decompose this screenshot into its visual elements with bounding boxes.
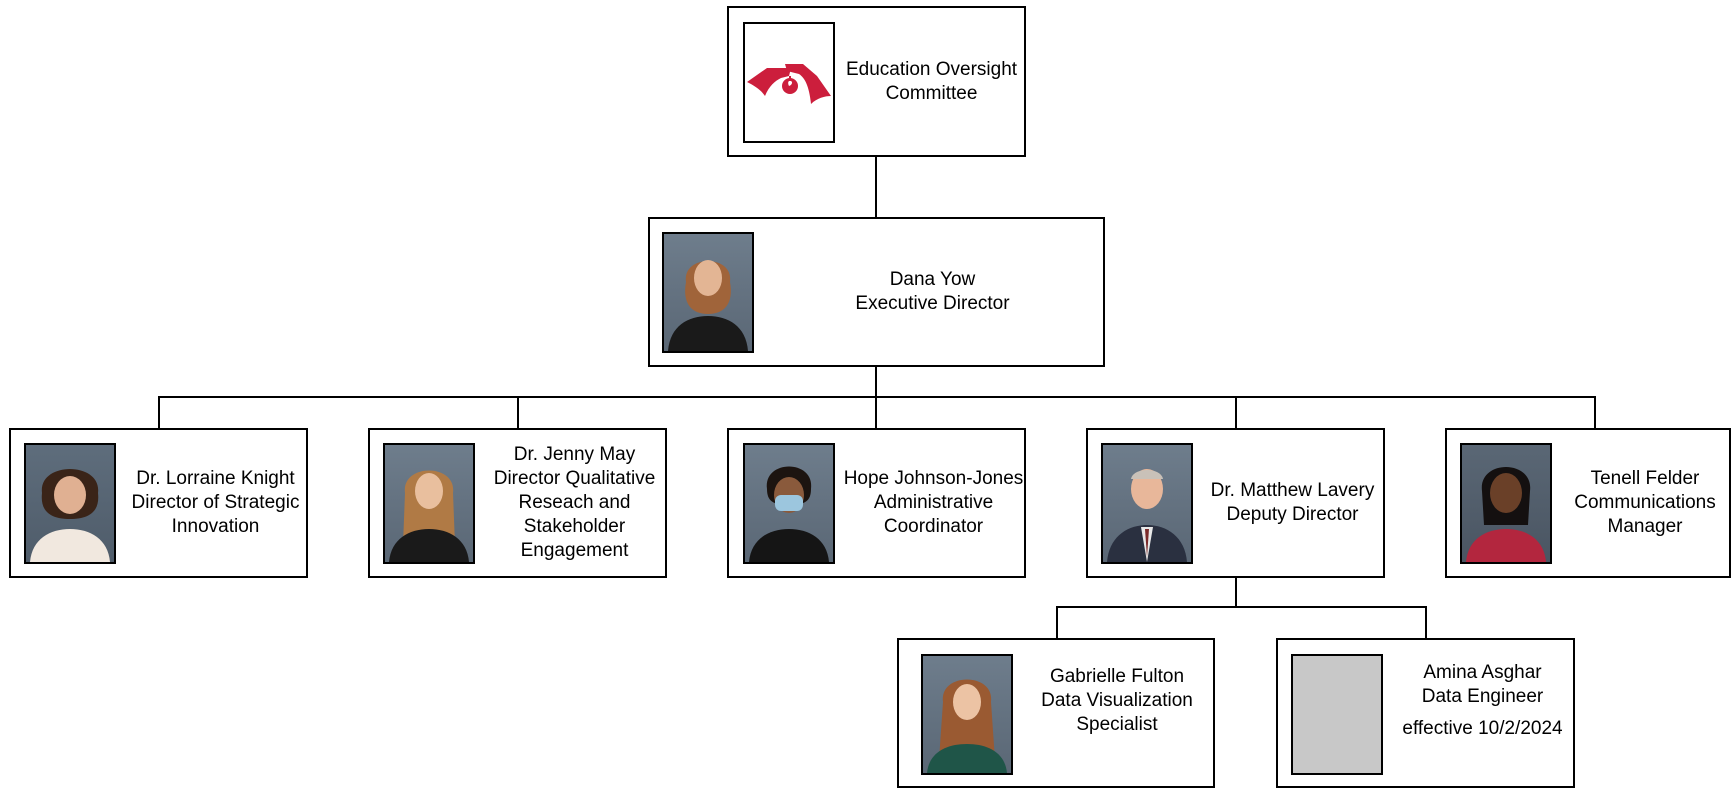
staff-title-line: Reseach and <box>518 492 631 513</box>
staff-title-line: Innovation <box>171 516 260 537</box>
report-label: Amina Asghar Data Engineer effective 10/… <box>1390 640 1575 762</box>
staff-photo <box>743 443 835 564</box>
report-card: Gabrielle Fulton Data Visualization Spec… <box>897 638 1215 788</box>
staff-card: Tenell Felder Communications Manager <box>1445 428 1731 578</box>
staff-title-line: Manager <box>1607 516 1683 537</box>
report-photo <box>921 654 1013 775</box>
staff-name: Hope Johnson-Jones <box>843 468 1024 489</box>
staff-title-line: Director of Strategic <box>131 492 300 513</box>
staff-label: Hope Johnson-Jones Administrative Coordi… <box>841 430 1026 576</box>
director-title: Executive Director <box>855 293 1010 314</box>
person-portrait-icon <box>1107 469 1187 562</box>
report-title-line: Data Visualization <box>1041 690 1193 711</box>
staff-card: Dr. Matthew Lavery Deputy Director <box>1086 428 1385 578</box>
report-note: effective 10/2/2024 <box>1402 718 1563 739</box>
director-name: Dana Yow <box>889 269 976 290</box>
staff-name: Tenell Felder <box>1590 468 1700 489</box>
person-portrait-icon <box>749 466 829 562</box>
director-label: Dana Yow Executive Director <box>760 219 1105 365</box>
staff-label: Dr. Lorraine Knight Director of Strategi… <box>123 430 308 576</box>
report-card: Amina Asghar Data Engineer effective 10/… <box>1276 638 1575 788</box>
person-portrait-icon <box>668 260 748 351</box>
staff-card: Dr. Jenny May Director Qualitative Resea… <box>368 428 667 578</box>
staff-photo <box>383 443 475 564</box>
connector-director-down <box>875 366 877 398</box>
connector-staff-5 <box>1594 396 1596 428</box>
person-portrait-icon <box>1466 467 1546 562</box>
connector-report-2 <box>1425 606 1427 638</box>
staff-title-line: Administrative <box>873 492 994 513</box>
connector-committee-director <box>875 156 877 218</box>
committee-line1: Education Oversight <box>845 58 1018 80</box>
staff-title-line: Director Qualitative <box>493 468 656 489</box>
connector-staff-bus <box>158 396 1596 398</box>
report-title-line: Data Engineer <box>1421 686 1544 707</box>
staff-photo <box>1101 443 1193 564</box>
report-photo-placeholder <box>1291 654 1383 775</box>
committee-logo <box>743 22 835 143</box>
staff-name: Dr. Lorraine Knight <box>136 468 295 489</box>
staff-title-line: Communications <box>1574 492 1716 513</box>
director-box: Dana Yow Executive Director <box>648 217 1105 367</box>
report-title-line: Specialist <box>1076 714 1158 735</box>
connector-staff-2 <box>517 396 519 428</box>
connector-staff-3 <box>875 396 877 428</box>
staff-photo <box>24 443 116 564</box>
connector-report-1 <box>1056 606 1058 638</box>
report-name: Amina Asghar <box>1423 662 1542 683</box>
staff-title-line: Deputy Director <box>1226 504 1359 525</box>
staff-title-line: Engagement <box>520 540 629 561</box>
staff-name: Dr. Jenny May <box>513 444 636 465</box>
committee-label: Education Oversight Committee <box>839 8 1024 155</box>
connector-deputy-bus <box>1056 606 1427 608</box>
staff-label: Tenell Felder Communications Manager <box>1559 430 1731 576</box>
staff-card: Dr. Lorraine Knight Director of Strategi… <box>9 428 308 578</box>
committee-box: Education Oversight Committee <box>727 6 1026 157</box>
person-portrait-icon <box>927 679 1007 773</box>
staff-label: Dr. Jenny May Director Qualitative Resea… <box>482 430 667 576</box>
staff-title-line: Stakeholder <box>523 516 626 537</box>
director-photo <box>662 232 754 353</box>
person-portrait-icon <box>389 470 469 562</box>
staff-label: Dr. Matthew Lavery Deputy Director <box>1200 430 1385 576</box>
staff-name: Dr. Matthew Lavery <box>1210 480 1375 501</box>
connector-staff-4 <box>1235 396 1237 428</box>
committee-line2: Committee <box>885 82 978 104</box>
report-label: Gabrielle Fulton Data Visualization Spec… <box>1019 640 1215 762</box>
staff-card: Hope Johnson-Jones Administrative Coordi… <box>727 428 1026 578</box>
connector-deputy-down <box>1235 576 1237 608</box>
staff-photo <box>1460 443 1552 564</box>
staff-title-line: Coordinator <box>883 516 984 537</box>
report-name: Gabrielle Fulton <box>1049 666 1185 687</box>
apple-hands-logo-icon <box>747 64 831 104</box>
person-portrait-icon <box>30 469 110 562</box>
connector-staff-1 <box>158 396 160 428</box>
